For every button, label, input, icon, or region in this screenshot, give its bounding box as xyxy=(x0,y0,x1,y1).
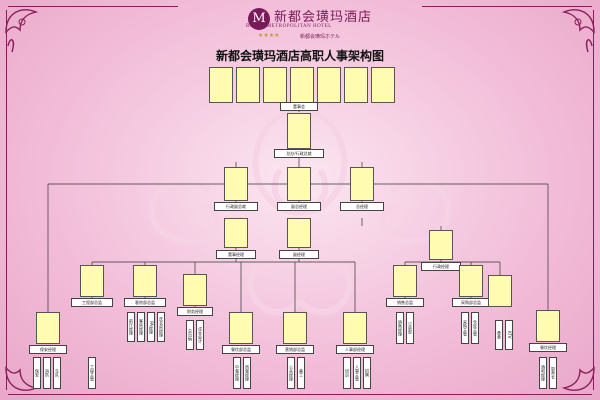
sub-item: 保安 xyxy=(33,357,41,389)
sub-item: 人事主管 xyxy=(353,357,361,389)
marketing-label: 营销部总监 xyxy=(276,345,314,354)
hotel-stars: ★★★★ xyxy=(258,32,280,39)
sub-item: 洗衣房经理 xyxy=(157,312,165,342)
sub-item: 培训 xyxy=(343,357,351,389)
corner-ornament-icon xyxy=(561,366,595,391)
sub-item: 工程主管 xyxy=(88,357,96,389)
hotel-cn-name: 新都会璜玛酒店 xyxy=(274,10,373,25)
fb-label: 餐饮经理 xyxy=(529,343,567,352)
hotel-logo-icon: M xyxy=(248,8,270,30)
sub-item: 美工 xyxy=(297,357,305,389)
deputy-manager-box xyxy=(287,218,311,248)
board-member-box xyxy=(371,67,395,103)
sub-item: 招聘 xyxy=(363,357,371,389)
procurement-label: 采购部总监 xyxy=(452,298,490,307)
general-manager-label: 总经理 xyxy=(340,202,384,211)
security-box xyxy=(36,312,60,344)
sub-item: PA经理 xyxy=(147,312,155,342)
board-member-box xyxy=(344,67,368,103)
frame-top-left xyxy=(8,6,178,7)
sub-item: KTV xyxy=(505,320,513,350)
sales-box xyxy=(393,265,417,297)
deputy-gm-label: 副总经理 xyxy=(277,202,321,211)
finance-label: 财务经理 xyxy=(177,307,213,316)
exec-deputy-gm-box xyxy=(224,167,248,201)
exec-director-label: 董事经理 xyxy=(216,250,256,259)
gm-label: 总办/行政总裁 xyxy=(274,149,324,158)
sub-item: 中餐经理 xyxy=(233,357,241,389)
frame-left xyxy=(6,10,7,390)
chart-title: 新都会璜玛酒店高职人事架构图 xyxy=(215,49,384,63)
sub-item: 成本会计 xyxy=(196,320,204,350)
sub-item: 采购主管 xyxy=(461,312,469,344)
sub-item: 客房经理 xyxy=(137,312,145,342)
sub-item: 公关经理 xyxy=(287,357,295,389)
engineering-label: 工程部总监 xyxy=(71,298,113,307)
frame-right xyxy=(593,10,594,390)
catering-box xyxy=(229,312,253,344)
board-member-box xyxy=(209,67,233,103)
board-member-box xyxy=(263,67,287,103)
security-label: 保安经理 xyxy=(29,345,67,354)
fb-box xyxy=(536,310,560,342)
sub-item: 西餐经理 xyxy=(243,357,251,389)
sub-item: 前厅经理 xyxy=(127,312,135,342)
sub-item: 订房部 xyxy=(406,312,414,344)
general-manager-box xyxy=(350,167,374,201)
board-member-box xyxy=(317,67,341,103)
procurement-box xyxy=(459,265,483,297)
sub-item: 总出纳 xyxy=(186,320,194,350)
board-member-box xyxy=(236,67,260,103)
corner-ornament-icon xyxy=(5,366,39,391)
sub-item: 酒吧经理 xyxy=(539,357,547,389)
catering-label: 餐饮部总监 xyxy=(222,345,260,354)
sub-item: 仓库主管 xyxy=(471,312,479,344)
deputy-manager-label: 副经理 xyxy=(279,250,319,259)
sub-item: 车队 xyxy=(53,357,61,389)
sub-item: 桑拿 xyxy=(495,320,503,350)
sales-label: 销售总监 xyxy=(386,298,424,307)
hr-label: 人事部经理 xyxy=(336,345,374,354)
admin-manager-label: 行政经理 xyxy=(421,262,461,271)
corner-ornament-icon xyxy=(561,9,595,53)
board-label: 董事会 xyxy=(280,102,318,111)
sub-item: 消防 xyxy=(43,357,51,389)
board-member-box xyxy=(290,67,314,103)
marketing-box xyxy=(283,312,307,344)
deputy-gm-box xyxy=(287,167,311,201)
finance-box xyxy=(183,274,207,306)
frame-bottom xyxy=(8,394,592,395)
corner-ornament-icon xyxy=(5,9,39,53)
frame-top-right xyxy=(422,6,592,7)
sub-item: 厨师长 xyxy=(549,357,557,389)
housekeeping-box xyxy=(133,265,157,297)
sub-item: 销售经理 xyxy=(396,312,404,344)
gm-box xyxy=(287,113,311,149)
hr-box xyxy=(343,312,367,344)
hotel-jp-name: 新都会璜玛ホテル xyxy=(300,34,341,40)
sports-box xyxy=(488,275,512,307)
engineering-box xyxy=(80,265,104,297)
admin-manager-box xyxy=(429,230,453,260)
hotel-en-name: ROYAL METROPOLITAN HOTEL xyxy=(246,24,332,29)
housekeeping-label: 客房部总监 xyxy=(124,298,166,307)
exec-director-box xyxy=(224,218,248,248)
exec-deputy-gm-label: 行政副总裁 xyxy=(214,202,258,211)
